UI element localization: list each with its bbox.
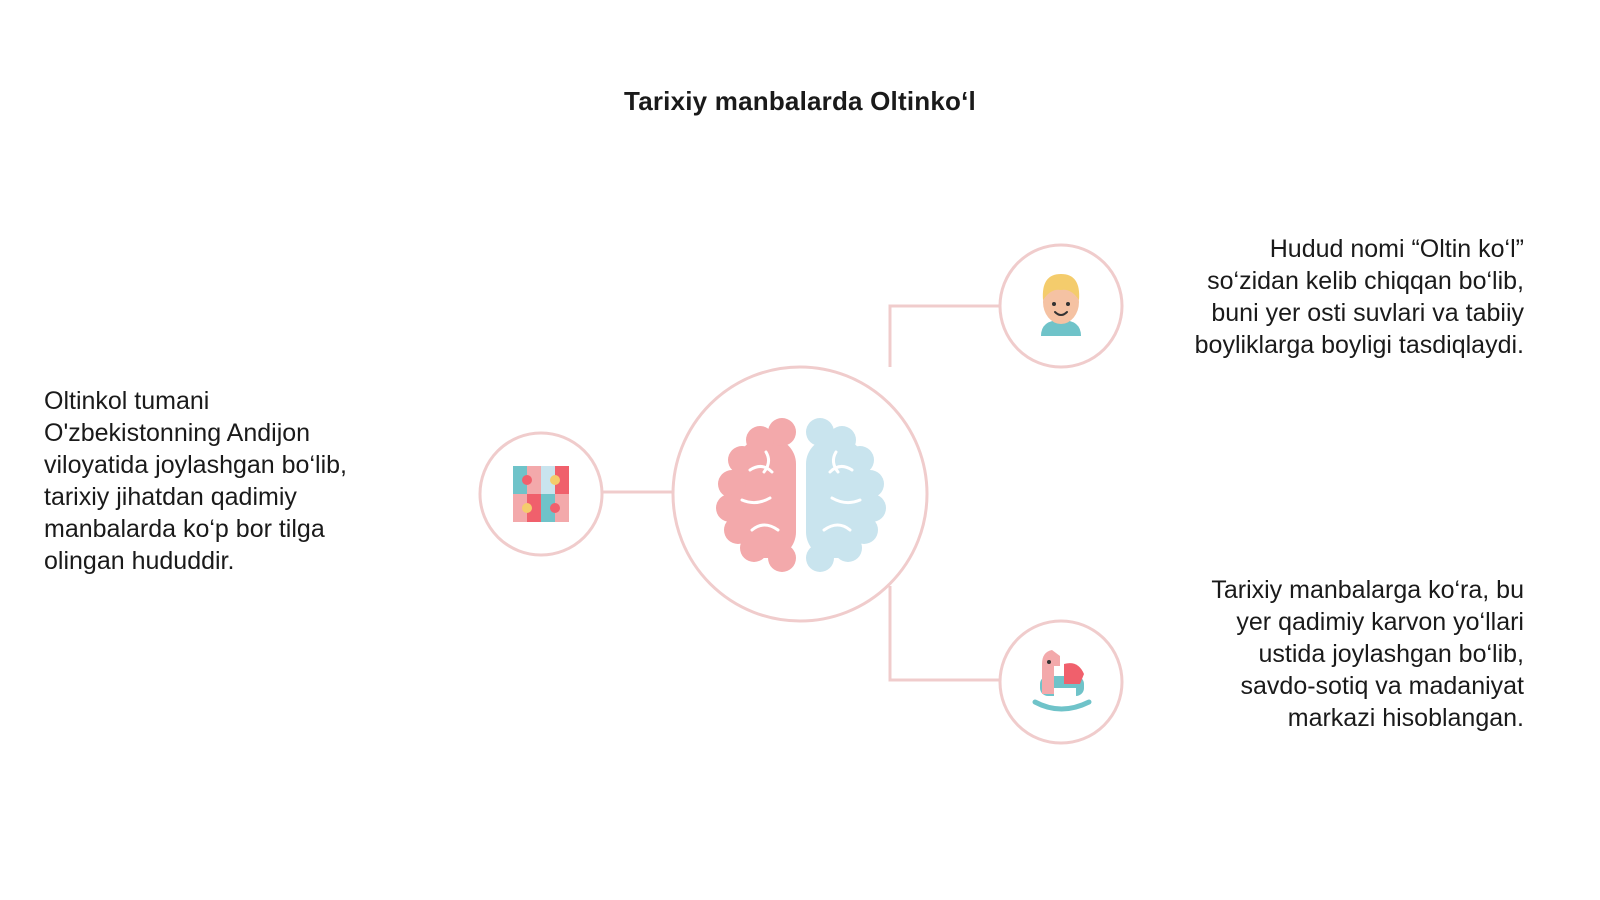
text-line: buni yer osti suvlari va tabiiy xyxy=(1211,299,1524,327)
text-line: Oltinkol tumani xyxy=(44,387,210,415)
text-line: so‘zidan kelib chiqqan bo‘lib, xyxy=(1207,267,1524,295)
text-line: markazi hisoblangan. xyxy=(1287,704,1524,732)
rocking-horse-icon xyxy=(1032,650,1092,712)
text-line: viloyatida joylashgan bo‘lib, xyxy=(44,451,347,479)
connector-bottom xyxy=(888,586,1000,682)
connector-top xyxy=(888,304,1000,367)
puzzle-icon xyxy=(513,466,569,522)
right-bottom-node xyxy=(998,619,1124,745)
text-line: tarixiy jihatdan qadimiy xyxy=(44,483,297,511)
text-line: boyliklarga boyligi tasdiqlaydi. xyxy=(1194,331,1524,359)
brain-icon xyxy=(716,418,886,572)
left-node xyxy=(478,431,604,557)
right-top-description: Hudud nomi “Oltin ko‘l” so‘zidan kelib ch… xyxy=(1195,233,1524,361)
text-line: O'zbekistonning Andijon xyxy=(44,419,311,447)
text-line: yer qadimiy karvon yo‘llari xyxy=(1236,608,1524,636)
connectors xyxy=(602,304,1000,682)
text-line: olingan hududdir. xyxy=(44,547,235,575)
right-bottom-description: Tarixiy manbalarga ko‘ra, bu yer qadimiy … xyxy=(1211,574,1524,734)
text-line: savdo-sotiq va madaniyat xyxy=(1240,672,1524,700)
right-top-node xyxy=(998,243,1124,369)
page-title: Tarixiy manbalarda Oltinko‘l xyxy=(624,86,976,116)
child-face-icon xyxy=(1041,274,1081,336)
text-line: manbalarda ko‘p bor tilga xyxy=(44,515,325,543)
center-node xyxy=(671,365,929,623)
text-line: Hudud nomi “Oltin ko‘l” xyxy=(1269,235,1524,263)
text-line: ustida joylashgan bo‘lib, xyxy=(1258,640,1524,668)
text-line: Tarixiy manbalarga ko‘ra, bu xyxy=(1211,576,1524,604)
